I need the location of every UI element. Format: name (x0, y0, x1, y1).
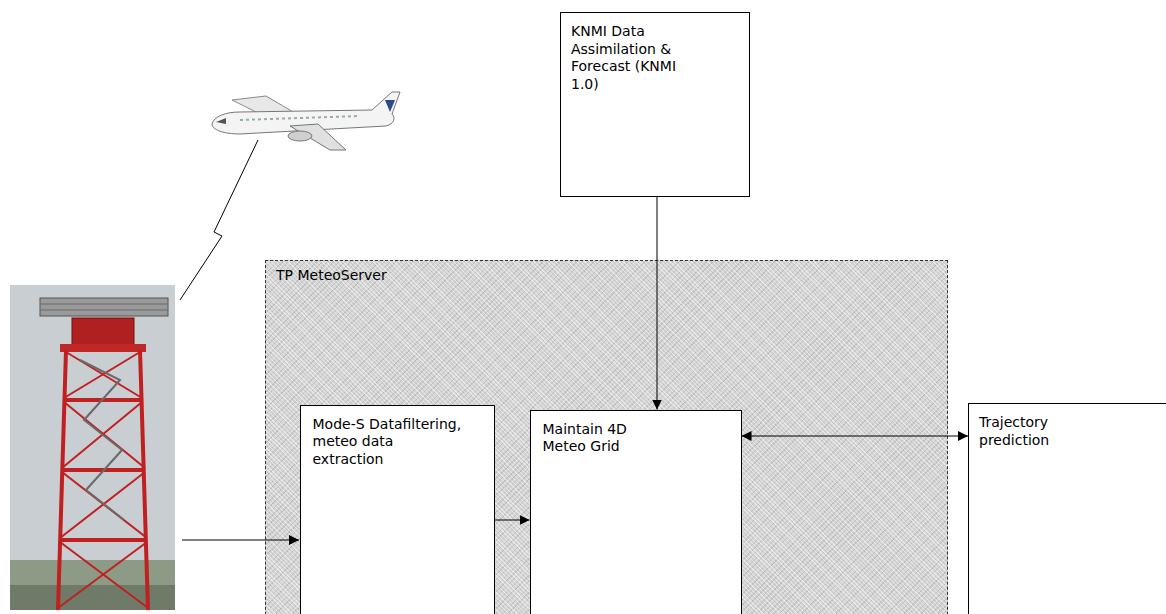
server-region: TP MeteoServerMode-S Datafiltering, mete… (265, 260, 948, 614)
box-label: Trajectory prediction (979, 414, 1091, 449)
radar-tower (10, 285, 175, 610)
region-label: TP MeteoServer (276, 267, 576, 285)
process-box: Maintain 4D Meteo Grid (530, 410, 742, 614)
box-label: Maintain 4D Meteo Grid (543, 421, 665, 456)
process-box: Mode-S Datafiltering, meteo data extract… (300, 405, 495, 614)
airplane (212, 92, 400, 150)
source-box: KNMI Data Assimilation & Forecast (KNMI … (560, 12, 750, 197)
box-label: KNMI Data Assimilation & Forecast (KNMI … (571, 23, 703, 93)
radio-link (180, 140, 258, 300)
box-label: Mode-S Datafiltering, meteo data extract… (313, 416, 465, 469)
consumer-box: Trajectory prediction (968, 403, 1166, 614)
